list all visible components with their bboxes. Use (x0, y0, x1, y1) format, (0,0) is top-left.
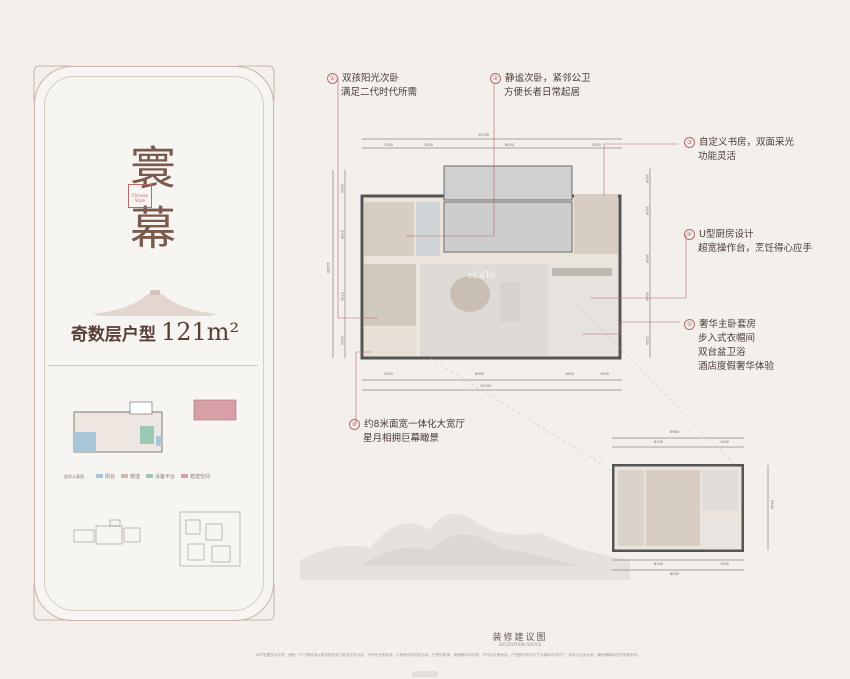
dim-top-seg: 1900 (424, 143, 433, 147)
dim-top-seg: 3100 (384, 143, 393, 147)
svg-text:eLaTo: eLaTo (468, 271, 495, 281)
dim-right-seg: 1400 (645, 174, 649, 183)
seal-text: Chinese Style (132, 193, 148, 203)
dim-right-seg: 3000 (645, 292, 649, 301)
card-divider (48, 365, 258, 366)
footer-title: 装修建议图 (492, 633, 548, 643)
legend-item: 赠送 (121, 473, 140, 480)
info-card (34, 66, 274, 621)
dim-sub-bottom-total: 8000 (670, 572, 679, 576)
pavilion-roof-icon (92, 290, 218, 316)
card-frame-ornament (33, 65, 275, 621)
dim-sub-right: 5300 (770, 500, 774, 509)
sub-floorplan (612, 464, 744, 552)
dim-right-seg: 2400 (645, 206, 649, 215)
site-plan-thumbnails (73, 511, 241, 567)
dim-bottom-seg: 3200 (384, 372, 393, 376)
info-card-border (44, 76, 264, 611)
dim-top-seg: 2950 (592, 143, 601, 147)
area-diagram (73, 399, 237, 453)
main-floorplan: eLaTo (360, 165, 622, 360)
dim-left-seg: 2700 (340, 230, 344, 239)
dim-sub-top-seg: 6100 (654, 440, 663, 444)
footer-subtitle: DECORATION ADVICE (498, 642, 542, 647)
dim-bottom-seg: 2600 (565, 372, 574, 376)
area-legend: 阳台 赠送 设备平台 赠送空间 (96, 473, 291, 480)
dim-left-total: 11900 (326, 262, 330, 274)
unit-area: 121m² (160, 318, 240, 346)
legend-item: 赠送空间 (181, 473, 210, 480)
bottom-tab (412, 671, 438, 677)
legend-title: 面积示意图 (64, 474, 84, 479)
dim-right-seg: 1800 (645, 254, 649, 263)
unit-type-label: 奇数层户型 (70, 325, 156, 345)
dim-left-seg: 2300 (340, 184, 344, 193)
unit-type-heading: 奇数层户型 121m² (55, 318, 255, 346)
dim-bottom-seg: 1900 (600, 372, 609, 376)
dim-sub-top-total: 6900 (670, 430, 679, 434)
dim-top-total: 15700 (478, 133, 490, 137)
legend-item: 设备平台 (146, 473, 175, 480)
mountain-ink-art (300, 513, 630, 580)
dim-sub-top-seg: 1900 (720, 440, 729, 444)
seal-stamp: Chinese Style (128, 184, 152, 208)
dim-right-seg: 2200 (645, 336, 649, 345)
project-title: 寰幕 (123, 144, 177, 264)
legend-item: 阳台 (96, 473, 115, 480)
dim-bottom-seg: 6000 (475, 372, 484, 376)
dim-left-seg: 2200 (340, 336, 344, 345)
dim-top-seg: 6000 (505, 143, 514, 147)
disclaimer-note: 本户型图仅为示意，面积、尺寸等信息以政府相关部门批准文件为准，不作为交房标准，以… (256, 653, 641, 657)
dim-left-seg: 2700 (340, 292, 344, 301)
dim-sub-bottom-seg: 6100 (654, 562, 663, 566)
dim-sub-bottom-seg: 1900 (720, 562, 729, 566)
dim-bottom-total: 15700 (480, 384, 492, 388)
